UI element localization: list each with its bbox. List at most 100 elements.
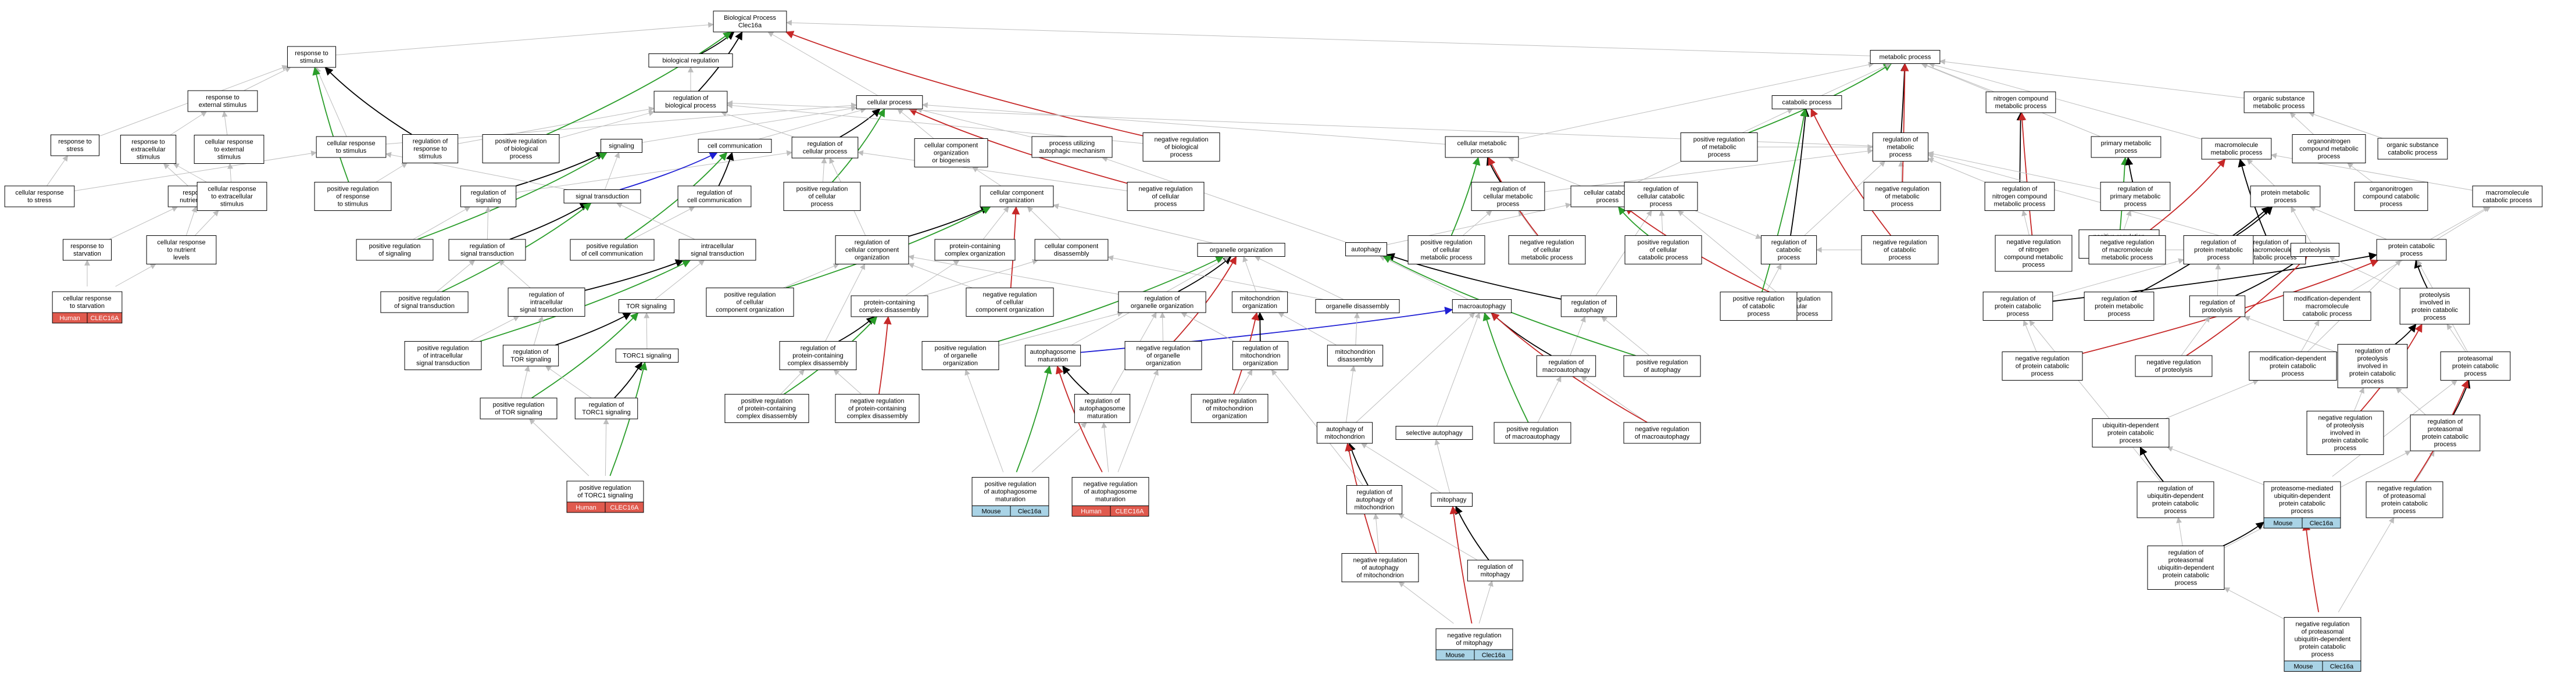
go-term-org-dis[interactable]: organelle disassembly [1315,299,1400,313]
go-term-mitophagy[interactable]: mitophagy [1431,493,1473,507]
go-term-prot-med[interactable]: proteasome-mediatedubiquitin-dependentpr… [2263,481,2341,529]
go-term-metab[interactable]: metabolic process [1870,50,1941,64]
go-term-tor-sig[interactable]: TOR signaling [618,299,675,313]
go-term-breg[interactable]: biological regulation [648,53,733,67]
go-term-autophagy[interactable]: autophagy [1345,242,1387,256]
go-term-proteolysis[interactable]: proteolysis [2290,243,2340,257]
go-term-reg-ub-dep[interactable]: regulation ofubiquitin-dependentprotein … [2136,481,2214,518]
go-term-cellproc[interactable]: cellular process [856,95,923,109]
go-term-catab[interactable]: catabolic process [1771,95,1842,109]
go-term-torc1[interactable]: TORC1 signaling [615,349,679,363]
go-term-macroaut[interactable]: macroautophagy [1452,299,1512,313]
go-term-sig-trans[interactable]: signal transduction [563,189,641,203]
go-term-reg-prot-med[interactable]: regulation ofproteasomalubiquitin-depend… [2147,546,2225,590]
go-term-cell-comm[interactable]: cell communication [698,139,772,153]
